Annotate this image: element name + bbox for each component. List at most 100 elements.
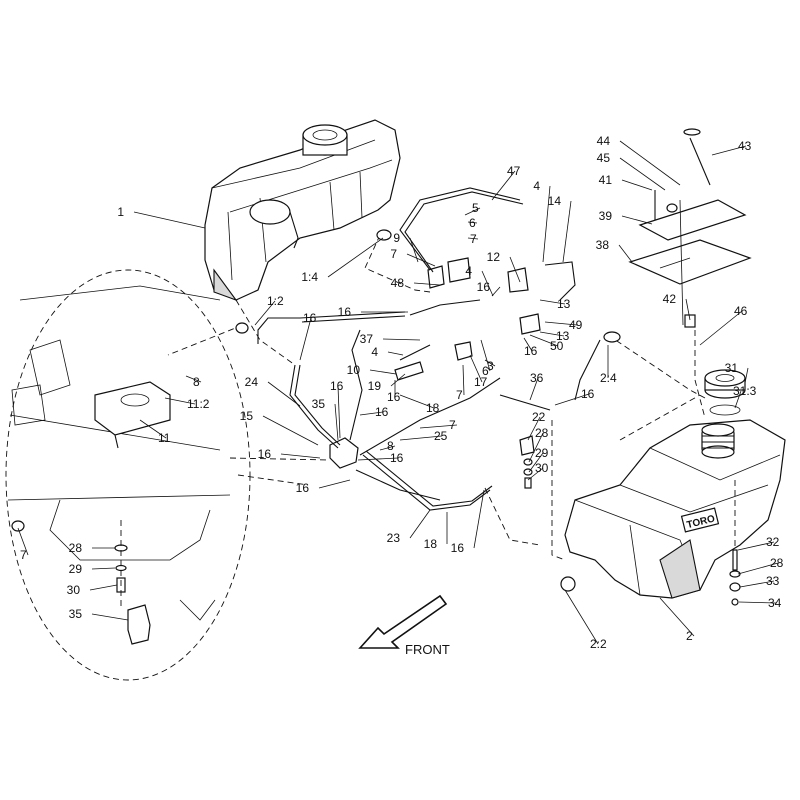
callout-leader <box>318 479 351 489</box>
callout-label: 9 <box>393 231 400 245</box>
callout-label: 16 <box>477 280 491 294</box>
callout-label: 45 <box>597 151 611 165</box>
callout-label: 6 <box>482 364 489 378</box>
callout-label: 28 <box>535 426 549 440</box>
callout-leader <box>491 170 516 201</box>
callout-leader <box>379 445 396 451</box>
callout-leader <box>406 253 436 267</box>
callout-leader <box>387 351 404 356</box>
callout-label: 23 <box>387 531 401 545</box>
callout-label: 16 <box>524 344 538 358</box>
callout-leader <box>133 211 206 229</box>
callout-label: 16 <box>581 387 595 401</box>
right-hardware <box>235 229 741 606</box>
callout-label: 48 <box>391 276 405 290</box>
callout-leader <box>467 221 478 224</box>
callout-leader <box>91 613 129 621</box>
callout-leader <box>254 300 276 326</box>
callout-label: 11 <box>158 431 171 445</box>
front-label: FRONT <box>405 642 450 657</box>
callout-leader <box>528 432 544 463</box>
callout-leader <box>562 200 572 263</box>
detail-inset <box>5 269 251 681</box>
callout-label: 3 <box>487 359 494 373</box>
callout-label: 1 <box>117 205 124 219</box>
callout-leader <box>299 317 312 361</box>
callout-leader <box>419 424 458 429</box>
callout-leader <box>542 185 551 263</box>
callout-leader <box>462 364 465 396</box>
right-fuel-tank: TORO <box>564 419 786 599</box>
callout-labels: 11:21:422:22:4344456677777889101111:2121… <box>20 134 784 651</box>
callout-label: 28 <box>69 541 83 555</box>
callout-label: 7 <box>449 418 456 432</box>
callout-leader <box>481 270 494 297</box>
fuel-cap <box>704 369 746 416</box>
callout-label: 36 <box>530 371 544 385</box>
callout-leader <box>685 298 691 321</box>
callout-leader <box>539 299 566 305</box>
callout-leader <box>185 375 202 383</box>
callout-label: 1:4 <box>301 270 318 284</box>
callout-label: 30 <box>535 461 549 475</box>
callout-leader <box>467 237 479 240</box>
callout-label: 1:2 <box>267 294 284 308</box>
callout-leader <box>621 179 653 191</box>
callout-label: 16 <box>296 481 310 495</box>
callout-label: 49 <box>569 318 583 332</box>
callout-label: 30 <box>67 583 81 597</box>
callout-label: 31 <box>725 361 739 375</box>
callout-label: 22 <box>532 410 546 424</box>
callout-label: 41 <box>599 173 613 187</box>
callout-leader <box>413 282 441 286</box>
callout-label: 11:2 <box>187 397 210 411</box>
callout-label: 47 <box>507 164 521 178</box>
callout-leader <box>564 589 599 645</box>
callout-leader <box>409 509 431 539</box>
callout-label: 43 <box>738 139 752 153</box>
callout-label: 13 <box>557 297 571 311</box>
callout-leader <box>744 367 749 384</box>
callout-leader <box>737 541 775 551</box>
callout-leader <box>390 373 406 387</box>
callout-leader <box>737 562 779 575</box>
callout-leader <box>739 580 775 588</box>
callout-label: 34 <box>768 596 782 610</box>
callout-label: 39 <box>599 209 613 223</box>
callout-label: 7 <box>20 548 27 562</box>
callout-leader <box>527 416 541 441</box>
fuel-valve-assembly <box>329 257 541 469</box>
callout-label: 15 <box>240 409 254 423</box>
detail-hardware-stack <box>11 520 151 645</box>
callout-leader <box>491 286 501 297</box>
callout-leader <box>711 145 747 156</box>
callout-label: 18 <box>426 401 440 415</box>
callout-leader <box>618 244 633 263</box>
connection-lines <box>167 234 736 561</box>
callout-label: 16 <box>258 447 272 461</box>
callout-label: 5 <box>472 201 479 215</box>
callout-leader <box>357 457 399 461</box>
callout-leader <box>619 157 666 191</box>
callout-label: 4 <box>371 345 378 359</box>
callout-label: 29 <box>535 446 549 460</box>
callout-label: 6 <box>469 216 476 230</box>
callout-label: 29 <box>69 562 83 576</box>
callout-leader <box>334 403 339 441</box>
callout-label: 7 <box>456 388 463 402</box>
callout-label: 25 <box>434 429 448 443</box>
front-direction-arrow: FRONT <box>358 594 450 657</box>
callout-label: 10 <box>347 363 361 377</box>
callout-leader <box>399 394 435 409</box>
callout-label: 24 <box>245 375 259 389</box>
callout-leader <box>734 390 742 409</box>
callout-label: 38 <box>596 238 610 252</box>
callout-leader <box>267 381 301 407</box>
callout-label: 16 <box>375 405 389 419</box>
callout-label: 32 <box>766 535 780 549</box>
callout-leader <box>91 567 116 570</box>
callout-label: 13 <box>556 329 570 343</box>
callout-leader <box>480 339 491 372</box>
